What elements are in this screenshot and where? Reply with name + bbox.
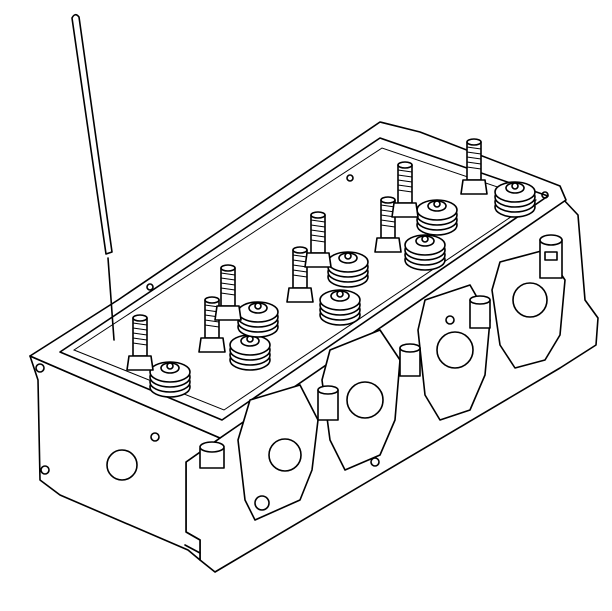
rocker-stud [391,161,419,218]
valve-spring [149,361,191,398]
valve-spring [319,289,361,326]
valve-spring [229,334,271,371]
rocker-stud [126,314,154,371]
rocker-stud [214,264,242,321]
valve-spring [327,251,369,288]
valve-spring [494,181,536,218]
rocker-stud [198,296,226,353]
rocker-studs [126,138,488,371]
front-bolts [199,234,563,469]
valve-spring [416,199,458,236]
valve-spring [404,234,446,271]
valve-springs [149,181,536,398]
rocker-stud [286,246,314,303]
rocker-stud [304,211,332,268]
rocker-stud [460,138,488,195]
pushrod [71,13,115,341]
rocker-stud [374,196,402,253]
valve-spring [237,301,279,338]
